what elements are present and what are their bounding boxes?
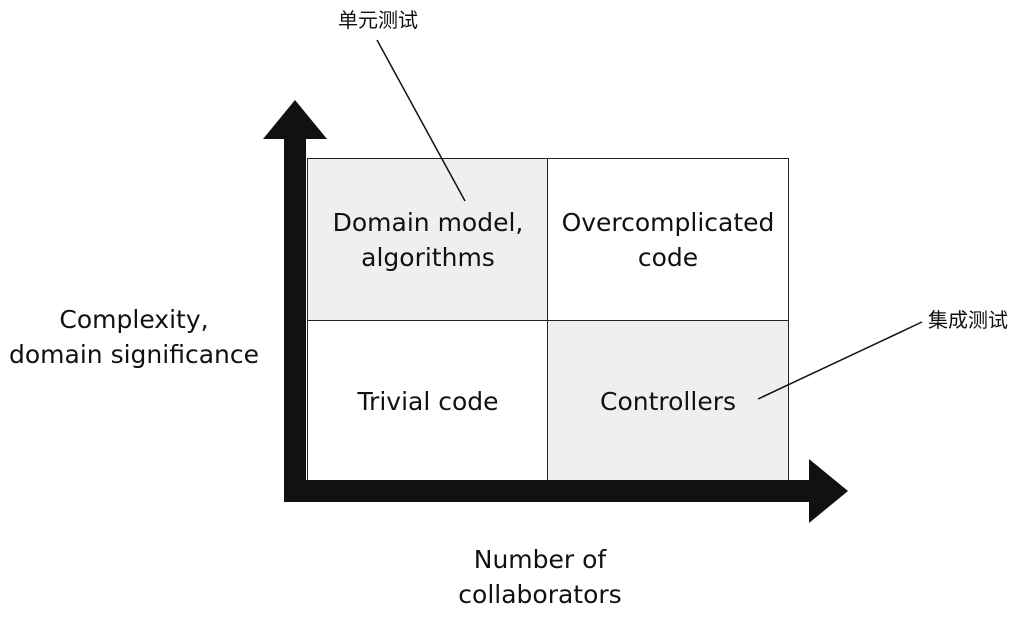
integration-test-annotation: 集成测试	[928, 308, 1008, 332]
unit-test-leader-line	[376, 39, 466, 202]
quadrant-bottom-right-label: Controllers	[600, 386, 736, 416]
quadrant-bottom-left: Trivial code	[307, 320, 549, 482]
x-axis-shaft	[284, 480, 815, 502]
integration-test-leader-line	[757, 321, 923, 400]
y-axis-label: Complexity, domain significance	[9, 305, 259, 369]
x-axis-label: Number of collaborators	[458, 545, 622, 609]
y-axis-arrowhead	[263, 100, 327, 139]
quadrant-top-left-label: Domain model, algorithms	[332, 207, 524, 272]
quadrant-top-right-label: Overcomplicated code	[561, 207, 775, 272]
quadrant-bottom-left-label: Trivial code	[357, 386, 499, 416]
quadrant-top-right: Overcomplicated code	[547, 158, 789, 321]
unit-test-annotation: 单元测试	[338, 8, 418, 32]
quadrant-top-left: Domain model, algorithms	[307, 158, 549, 321]
x-axis-arrowhead	[809, 459, 848, 523]
y-axis-shaft	[284, 132, 306, 502]
